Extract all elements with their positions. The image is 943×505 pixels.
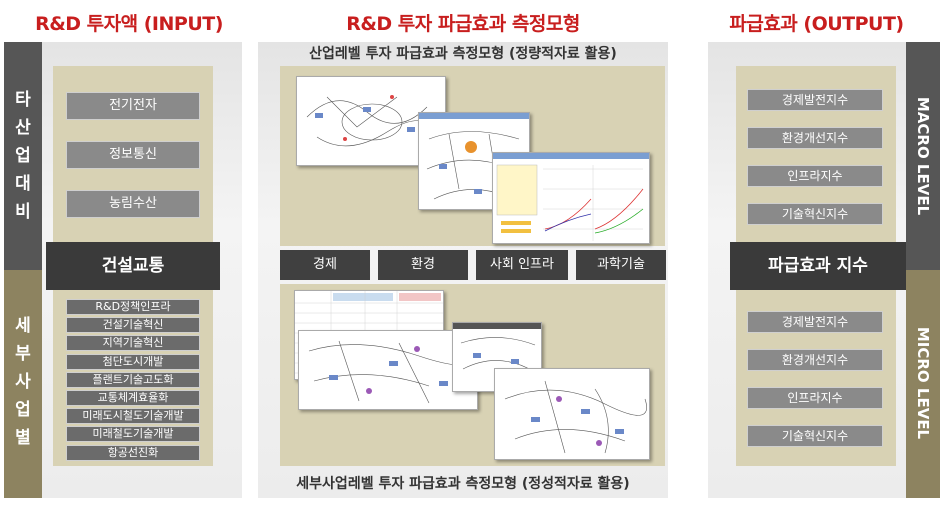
macro-index-item: 인프라지수 bbox=[747, 165, 883, 187]
micro-index-item: 환경개선지수 bbox=[747, 349, 883, 371]
output-header: 파급효과 (OUTPUT) bbox=[729, 13, 904, 35]
project-model-diagram-3 bbox=[494, 368, 650, 460]
micro-side-bar bbox=[906, 270, 940, 498]
macro-index-item: 환경개선지수 bbox=[747, 127, 883, 149]
category-science-tech: 과학기술 bbox=[576, 250, 666, 280]
project-item: 건설기술혁신 bbox=[66, 317, 200, 334]
detail-side-bar bbox=[4, 270, 42, 498]
industry-model-title: 산업레벨 투자 파급효과 측정모형 (정량적자료 활용) bbox=[309, 46, 617, 62]
detail-project-label: 세 부 사 업 별 bbox=[15, 316, 31, 448]
industry-comparison-label: 타 산 업 대 비 bbox=[15, 90, 31, 222]
graph-output-window bbox=[492, 152, 650, 244]
macro-level-label: MACRO LEVEL bbox=[914, 96, 932, 216]
project-model-diagram-1 bbox=[298, 330, 478, 410]
project-item: 미래철도기술개발 bbox=[66, 426, 200, 443]
macro-side-bar bbox=[906, 42, 940, 270]
category-economy: 경제 bbox=[280, 250, 370, 280]
micro-index-item: 기술혁신지수 bbox=[747, 425, 883, 447]
model-header: R&D 투자 파급효과 측정모형 bbox=[346, 13, 580, 35]
industry-electronics: 전기전자 bbox=[66, 92, 200, 120]
micro-index-item: 인프라지수 bbox=[747, 387, 883, 409]
category-environment: 환경 bbox=[378, 250, 468, 280]
industry-telecom: 정보통신 bbox=[66, 141, 200, 169]
project-item: 미래도시철도기술개발 bbox=[66, 408, 200, 425]
project-item: 지역기술혁신 bbox=[66, 335, 200, 352]
project-model-title: 세부사업레벨 투자 파급효과 측정모형 (정성적자료 활용) bbox=[296, 476, 630, 492]
micro-index-item: 경제발전지수 bbox=[747, 311, 883, 333]
project-item: R&D정책인프라 bbox=[66, 299, 200, 315]
macro-index-item: 기술혁신지수 bbox=[747, 203, 883, 225]
input-header: R&D 투자액 (INPUT) bbox=[35, 13, 223, 35]
ripple-effect-index-bar: 파급효과 지수 bbox=[730, 242, 906, 290]
project-item: 첨단도시개발 bbox=[66, 353, 200, 370]
project-item: 플랜트기술고도화 bbox=[66, 371, 200, 388]
construction-transport-bar: 건설교통 bbox=[46, 242, 220, 290]
industry-side-bar bbox=[4, 42, 42, 270]
micro-level-label: MICRO LEVEL bbox=[914, 326, 932, 440]
category-social-infra: 사회 인프라 bbox=[476, 250, 568, 280]
project-item: 교통체계효율화 bbox=[66, 390, 200, 406]
macro-index-item: 경제발전지수 bbox=[747, 89, 883, 111]
project-item: 항공선진화 bbox=[66, 444, 200, 461]
industry-agriculture: 농림수산 bbox=[66, 190, 200, 218]
